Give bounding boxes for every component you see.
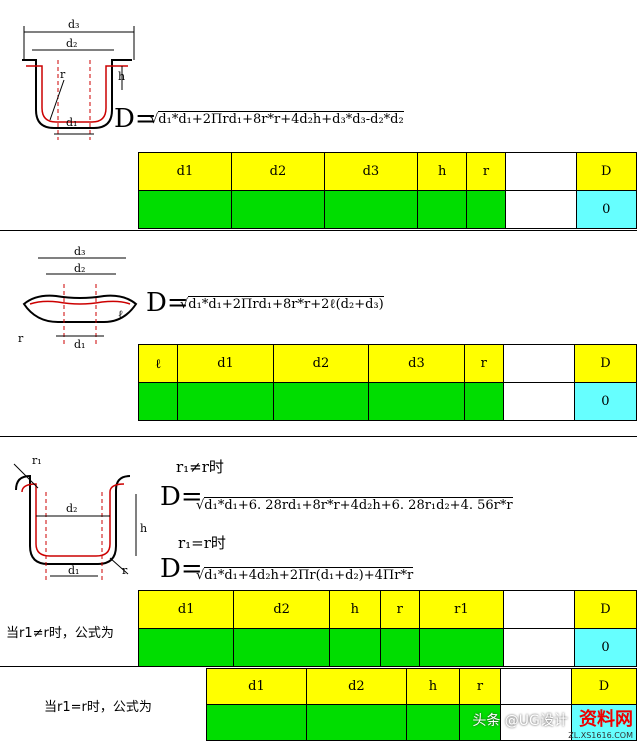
formula1-lead: D= — [160, 482, 203, 512]
section-2: d₃ d₂ ℓ r d₁ D= √d₁*d₁+2Πrd₁+8r*r+2ℓ(d₂+… — [0, 230, 637, 437]
input-table-4: d1 d2 h r D — [206, 668, 637, 741]
header-h: h — [405, 668, 461, 705]
section-1: d₃ d₂ h r d₁ D= √d₁*d₁+2Πrd₁+8r*r+4d₂h+d… — [0, 0, 637, 231]
formula2-text: √d₁*d₁+4d₂h+2Πr(d₁+d₂)+4Πr*r — [196, 567, 414, 583]
result-D: 0 — [573, 382, 637, 421]
watermark-logo: 资料网 — [579, 709, 633, 730]
header-D: D — [571, 668, 637, 705]
label-r: r — [122, 564, 128, 577]
label-d1: d₁ — [68, 564, 79, 577]
header-d1: d1 — [177, 344, 274, 383]
input-r1[interactable] — [418, 628, 504, 667]
input-h[interactable] — [328, 628, 381, 667]
header-r: r — [459, 668, 502, 705]
formula1-text: √d₁*d₁+6. 28rd₁+8r*r+4d₂h+6. 28r₁d₂+4. 5… — [196, 497, 513, 513]
header-r: r — [379, 590, 420, 629]
header-l: ℓ — [137, 344, 179, 383]
formula2-lead: D= — [160, 554, 203, 584]
blank-cell — [502, 590, 575, 629]
header-r: r — [463, 344, 504, 383]
label-h: h — [140, 522, 147, 535]
input-r[interactable] — [459, 704, 502, 741]
header-d1: d1 — [206, 668, 307, 705]
input-r[interactable] — [379, 628, 420, 667]
header-D: D — [573, 344, 637, 383]
blank-cell — [500, 668, 573, 705]
result-D: 0 — [573, 628, 637, 667]
input-d3[interactable] — [368, 382, 465, 421]
header-d3: d3 — [368, 344, 465, 383]
row-label-ne: 当r1≠r时，公式为 — [6, 626, 114, 641]
input-table-1: d1 d2 d3 h r D 0 — [138, 152, 637, 229]
cup-diagram-3: r₁ d₂ h r d₁ — [13, 454, 147, 582]
condition-r1-ne-r: r₁≠r时 — [176, 458, 224, 476]
label-h: h — [118, 70, 125, 83]
result-D — [571, 704, 637, 741]
input-d2[interactable] — [305, 704, 407, 741]
input-d1[interactable] — [177, 382, 274, 421]
input-d1[interactable] — [138, 190, 232, 229]
header-d2: d2 — [272, 344, 370, 383]
formula-lead: D= — [146, 288, 189, 318]
header-d2: d2 — [305, 668, 407, 705]
input-h[interactable] — [416, 190, 468, 229]
section-3: r₁ d₂ h r d₁ r₁≠r时 D= √d₁*d₁+6. 28rd₁+8r… — [0, 436, 637, 667]
blank-cell — [502, 382, 575, 421]
header-r: r — [466, 152, 506, 191]
header-d1: d1 — [138, 152, 232, 191]
input-d2[interactable] — [272, 382, 370, 421]
cup-diagram-1: d₃ d₂ h r d₁ — [22, 18, 135, 140]
label-d2: d₂ — [66, 502, 77, 515]
input-d1[interactable] — [137, 628, 235, 667]
input-h[interactable] — [405, 704, 461, 741]
input-r[interactable] — [466, 190, 506, 229]
header-d1: d1 — [137, 590, 235, 629]
header-D: D — [575, 152, 637, 191]
watermark: 头条 @UG设计 资料网 ZL.XS1616.COM — [472, 705, 633, 740]
result-D: 0 — [575, 190, 637, 229]
header-r1: r1 — [418, 590, 504, 629]
input-d3[interactable] — [323, 190, 418, 229]
blank-cell — [502, 344, 575, 383]
label-d3: d₃ — [68, 18, 79, 31]
watermark-url: ZL.XS1616.COM — [568, 731, 633, 740]
label-l: ℓ — [118, 308, 123, 321]
input-l[interactable] — [137, 382, 179, 421]
label-d1: d₁ — [74, 338, 85, 351]
blank-cell — [504, 152, 577, 191]
label-d1: d₁ — [66, 116, 77, 129]
header-h: h — [416, 152, 468, 191]
cup-diagram-2: d₃ d₂ ℓ r d₁ — [18, 245, 138, 351]
formula-text: √d₁*d₁+2Πrd₁+8r*r+4d₂h+d₃*d₃-d₂*d₂ — [150, 111, 404, 127]
header-h: h — [328, 590, 381, 629]
condition-r1-eq-r: r₁=r时 — [178, 534, 226, 552]
label-r: r — [18, 332, 24, 345]
header-d2: d2 — [233, 590, 330, 629]
label-r1: r₁ — [32, 454, 42, 467]
watermark-text: 头条 @UG设计 — [472, 713, 568, 729]
label-r: r — [60, 68, 66, 81]
input-d1[interactable] — [206, 704, 307, 741]
blank-cell — [504, 190, 577, 229]
label-d3: d₃ — [74, 245, 85, 258]
input-table-2: ℓ d1 d2 d3 r D 0 — [137, 344, 637, 421]
blank-cell — [502, 628, 575, 667]
header-d2: d2 — [230, 152, 325, 191]
label-d2: d₂ — [74, 262, 85, 275]
label-d2: d₂ — [66, 37, 77, 50]
blank-cell — [500, 704, 573, 741]
formula-text: √d₁*d₁+2Πrd₁+8r*r+2ℓ(d₂+d₃) — [180, 296, 384, 312]
header-d3: d3 — [323, 152, 418, 191]
input-r[interactable] — [463, 382, 504, 421]
formula-lead: D= — [114, 104, 157, 134]
header-D: D — [573, 590, 637, 629]
input-table-3: d1 d2 h r r1 D 0 — [137, 590, 637, 667]
row-label-eq: 当r1=r时，公式为 — [44, 700, 152, 715]
input-d2[interactable] — [233, 628, 330, 667]
section-4: 当r1=r时，公式为 d1 d2 h r D — [0, 666, 637, 742]
input-d2[interactable] — [230, 190, 325, 229]
